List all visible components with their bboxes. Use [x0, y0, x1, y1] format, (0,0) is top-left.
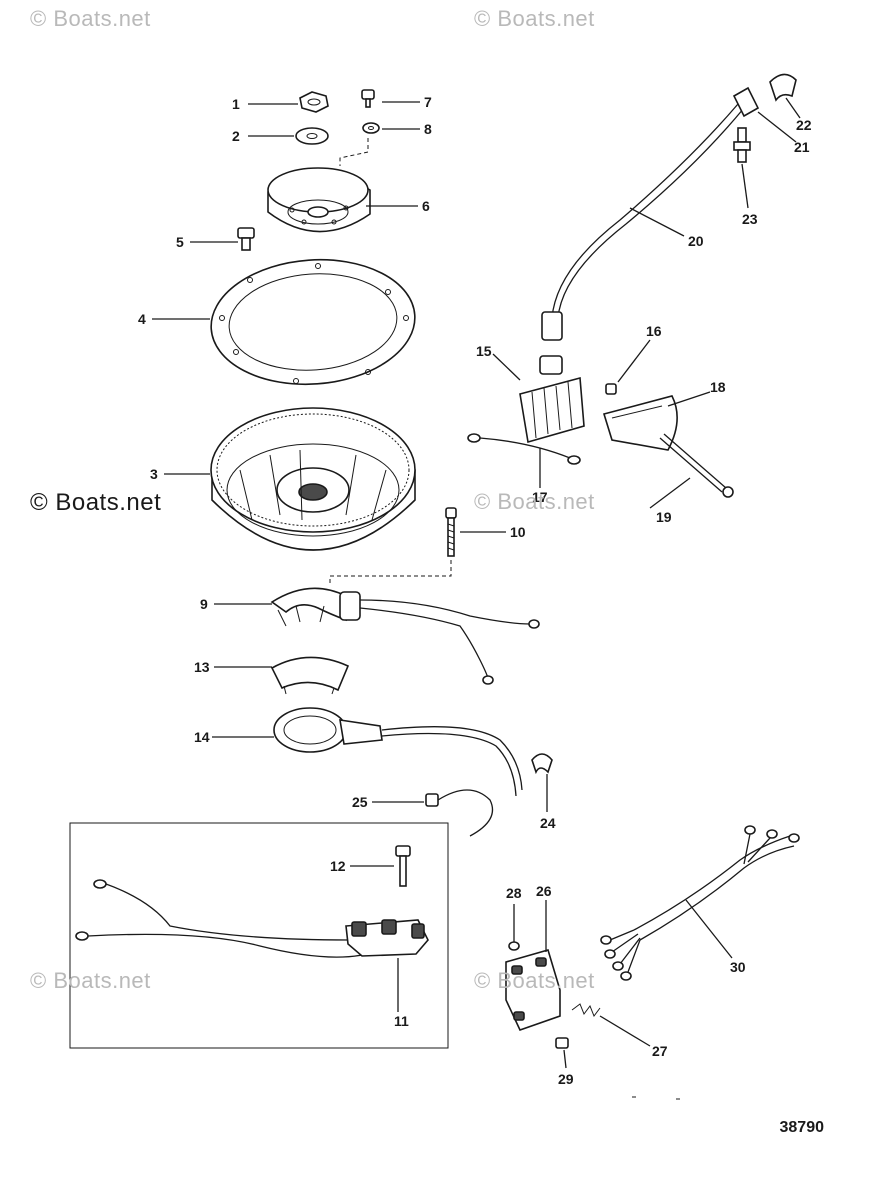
part-19-bolt[interactable]	[659, 433, 734, 498]
callout-22: 22	[796, 117, 812, 133]
part-25-lead[interactable]	[425, 789, 494, 837]
callout-18: 18	[710, 379, 726, 395]
callout-29: 29	[558, 1071, 574, 1087]
callout-7: 7	[424, 94, 432, 110]
callout-28: 28	[506, 885, 522, 901]
callout-5: 5	[176, 234, 184, 250]
callout-27: 27	[652, 1043, 668, 1059]
stray-marks	[632, 1096, 680, 1100]
part-18-cover[interactable]	[602, 395, 678, 451]
part-26-regulator[interactable]	[505, 949, 561, 1031]
callout-19: 19	[656, 509, 672, 525]
watermark-middle-left: © Boats.net	[30, 489, 162, 516]
callout-23: 23	[742, 211, 758, 227]
part-3-flywheel[interactable]	[210, 407, 416, 551]
inset-box	[69, 822, 449, 1049]
callout-15: 15	[476, 343, 492, 359]
callout-17: 17	[532, 489, 548, 505]
watermark-top-center: © Boats.net	[474, 6, 595, 31]
part-28-washer[interactable]	[508, 941, 520, 951]
part-27-spring[interactable]	[571, 1003, 601, 1018]
callout-11: 11	[394, 1013, 409, 1029]
part-1-nut[interactable]	[299, 91, 329, 113]
part-15-coil[interactable]	[519, 355, 585, 444]
callout-labels: 1 2 3 4 5 6 7 8 9 10 11 12 13 14 15 16 1…	[138, 94, 812, 1087]
callout-8: 8	[424, 121, 432, 137]
callout-14: 14	[194, 729, 210, 745]
part-4-ring-plate[interactable]	[207, 253, 419, 391]
callout-12: 12	[330, 858, 346, 874]
callout-2: 2	[232, 128, 240, 144]
drawing-number: 38790	[779, 1119, 825, 1136]
part-13-trigger[interactable]	[270, 656, 350, 695]
callout-24: 24	[540, 815, 556, 831]
part-21-boot[interactable]	[732, 86, 760, 118]
part-29-nut[interactable]	[555, 1037, 569, 1049]
part-6-hub[interactable]	[267, 167, 371, 233]
part-10-bolt[interactable]	[445, 507, 457, 557]
leader-lines	[152, 97, 801, 1069]
watermark-bottom-center: © Boats.net	[474, 968, 595, 993]
part-12-screw[interactable]	[395, 845, 411, 887]
part-8-washer[interactable]	[362, 122, 380, 134]
part-23-spark-plug[interactable]	[733, 127, 751, 163]
part-7-screw[interactable]	[361, 89, 375, 108]
callout-4: 4	[138, 311, 146, 327]
part-11-switch-box[interactable]	[75, 879, 429, 958]
callout-26: 26	[536, 883, 552, 899]
part-2-washer[interactable]	[295, 127, 329, 145]
part-16-nut[interactable]	[605, 383, 617, 395]
callout-16: 16	[646, 323, 662, 339]
watermark-top-left: © Boats.net	[30, 6, 151, 31]
callout-9: 9	[200, 596, 208, 612]
callout-13: 13	[194, 659, 210, 675]
part-24-clip[interactable]	[531, 753, 553, 775]
callout-30: 30	[730, 959, 746, 975]
callout-21: 21	[794, 139, 810, 155]
part-20-lead[interactable]	[541, 103, 745, 341]
callout-25: 25	[352, 794, 368, 810]
part-22-cap[interactable]	[769, 73, 797, 102]
part-14-coil[interactable]	[273, 707, 523, 797]
callout-1: 1	[232, 96, 240, 112]
part-30-harness[interactable]	[600, 825, 800, 981]
watermark-bottom-left: © Boats.net	[30, 968, 151, 993]
part-9-stator[interactable]	[270, 587, 540, 685]
callout-10: 10	[510, 524, 526, 540]
watermark-middle-center: © Boats.net	[474, 489, 595, 514]
part-17-ground-wire[interactable]	[467, 433, 581, 465]
part-5-bolt[interactable]	[237, 227, 255, 251]
callout-3: 3	[150, 466, 158, 482]
callout-6: 6	[422, 198, 430, 214]
callout-20: 20	[688, 233, 704, 249]
